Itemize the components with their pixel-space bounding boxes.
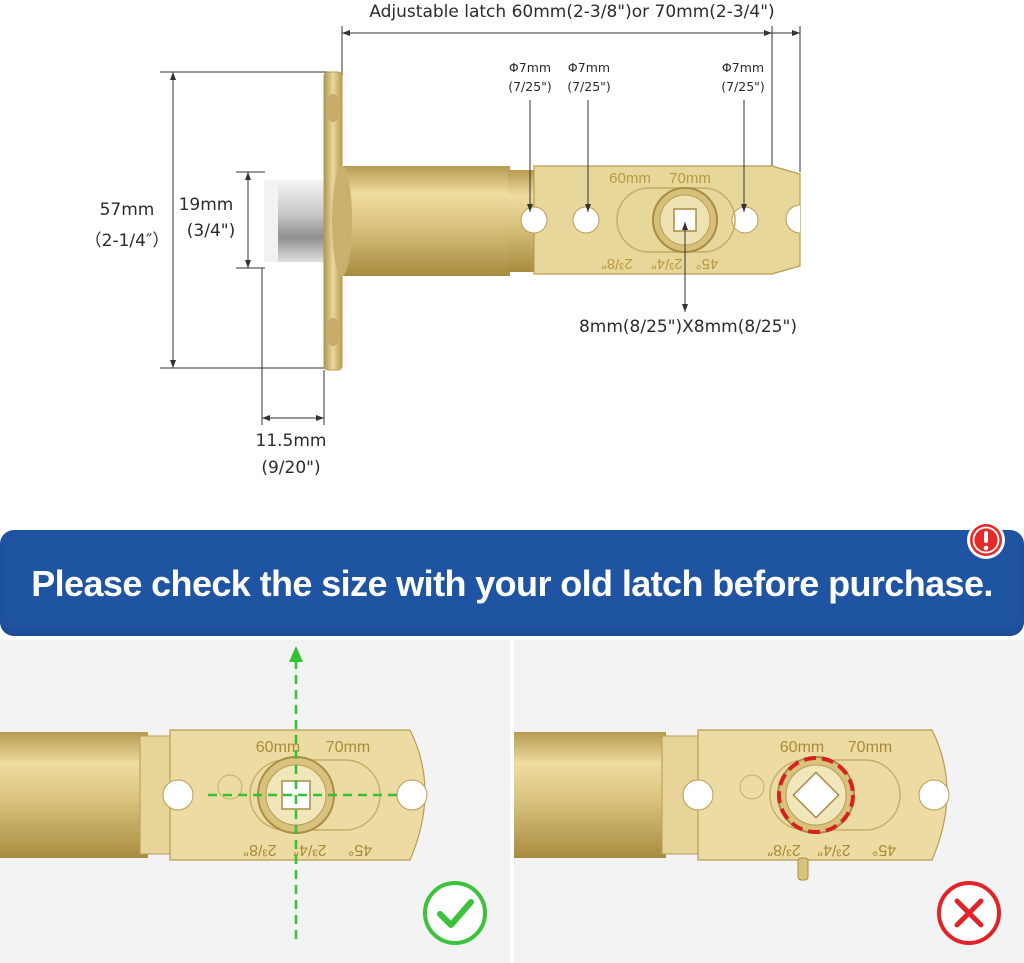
banner-text: Please check the size with your old latc… [31, 563, 993, 604]
correct-latch-illustration: 60mm 70mm 45° 2³/4″ 2³/8″ [0, 646, 487, 945]
wrong-plate-70: 70mm [848, 739, 892, 756]
plate-label-60: 60mm [609, 170, 651, 187]
wrong-latch-illustration: 60mm 70mm 45° 2³/4″ 2³/8″ [514, 729, 1001, 945]
plate-label-70: 70mm [669, 170, 711, 187]
wrong-hole-highlight [777, 756, 855, 834]
correct-plate-45: 45° [348, 841, 372, 858]
latch-length-dimension: Adjustable latch 60mm(2-3/8")or 70mm(2-3… [341, 2, 801, 245]
depth-mm-label: 11.5mm [256, 431, 327, 451]
latch-dimension-diagram: Adjustable latch 60mm(2-3/8")or 70mm(2-3… [85, 2, 801, 478]
hole1-in-label: (7/25") [508, 79, 552, 94]
bolt-mm-label: 19mm [179, 195, 234, 215]
hole2-mm-label: Φ7mm [568, 60, 610, 75]
correct-example-panel: 60mm 70mm 45° 2³/4″ 2³/8″ [0, 640, 510, 963]
latch-illustration: 60mm 70mm 45° 2³/4″ 2³/8″ [264, 71, 801, 371]
wrong-plate-45: 45° [872, 841, 896, 858]
square-hole-callout: 8mm(8/25")X8mm(8/25") [579, 222, 797, 337]
cross-icon [937, 881, 1001, 945]
wrong-plate-238: 2³/8″ [767, 841, 801, 858]
hole1-mm-label: Φ7mm [509, 60, 551, 75]
height-mm-label: 57mm [100, 200, 155, 220]
height-dimension: 57mm （2-1/4″） [85, 71, 335, 369]
correct-plate-60: 60mm [256, 739, 300, 756]
correct-plate-238: 2³/8″ [243, 841, 277, 858]
up-arrow-icon [289, 646, 303, 662]
exclamation-icon [967, 521, 1005, 559]
wrong-plate-234: 2³/4″ [817, 841, 851, 858]
hole2-in-label: (7/25") [567, 79, 611, 94]
latch-length-label: Adjustable latch 60mm(2-3/8")or 70mm(2-3… [369, 2, 774, 22]
warning-banner: Please check the size with your old latc… [0, 530, 1024, 636]
plate-label-238: 2³/8″ [601, 255, 633, 272]
square-hole-label: 8mm(8/25")X8mm(8/25") [579, 317, 797, 337]
plate-label-234: 2³/4″ [651, 255, 683, 272]
check-icon [423, 881, 487, 945]
depth-dimension: 11.5mm (9/20") [256, 268, 327, 478]
correct-plate-70: 70mm [326, 739, 370, 756]
hole3-mm-label: Φ7mm [722, 60, 764, 75]
bolt-dimension: 19mm (3/4") [179, 171, 265, 269]
depth-in-label: (9/20") [261, 458, 320, 478]
plate-label-45: 45° [696, 255, 719, 272]
hole3-in-label: (7/25") [721, 79, 765, 94]
wrong-plate-60: 60mm [780, 739, 824, 756]
hole-callouts: Φ7mm (7/25") Φ7mm (7/25") Φ7mm (7/25") [508, 60, 765, 212]
height-in-label: （2-1/4″） [85, 231, 170, 251]
wrong-example-panel: 60mm 70mm 45° 2³/4″ 2³/8″ [514, 640, 1024, 963]
bolt-in-label: (3/4") [187, 221, 235, 241]
correct-plate-234: 2³/4″ [293, 841, 327, 858]
